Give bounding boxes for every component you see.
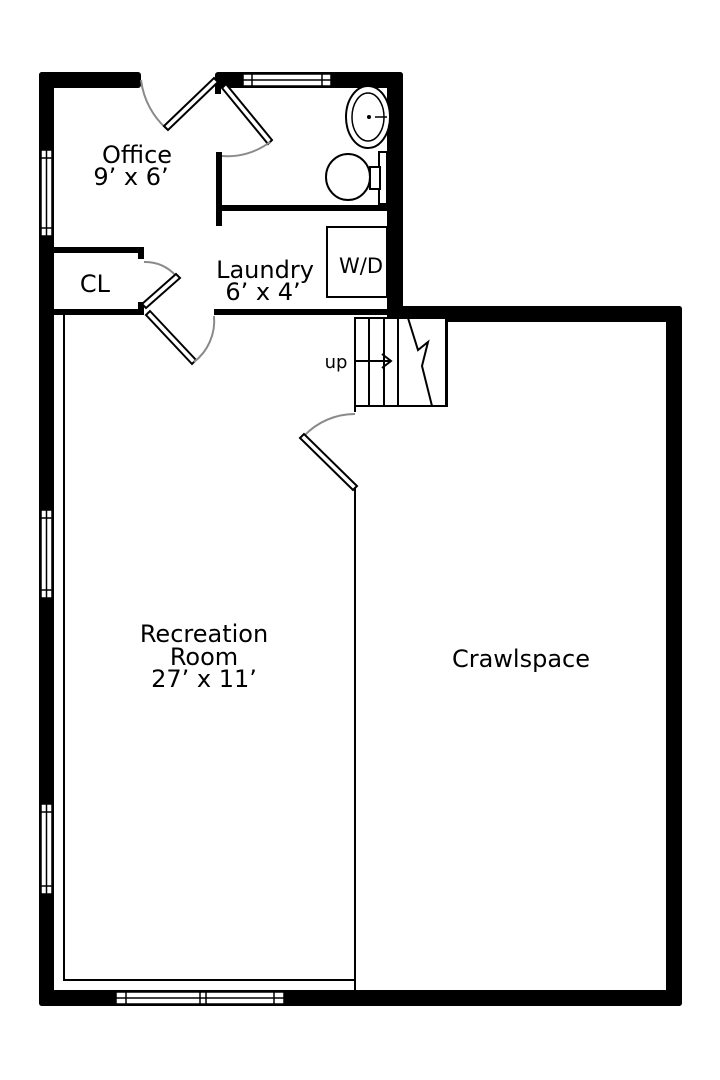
window-office-left [40,149,53,237]
window-rec-left-upper [40,509,53,599]
door-office [140,76,220,132]
wall-top-left [39,72,141,88]
door-rec [144,309,216,366]
interior-walls [52,80,389,315]
bathroom-fixtures [325,85,391,205]
exterior-walls [39,72,682,1006]
doors [140,76,359,492]
recreation-dims: 27’ x 11’ [151,665,257,693]
wall-office-bath [216,152,222,226]
wall-right [666,306,682,1006]
closet-name: CL [80,270,111,298]
washer-dryer: W/D [326,226,388,298]
room-labels: Office 9’ x 6’ CL Laundry 6’ x 4’ Recrea… [80,141,590,693]
wall-bath-jamb [215,80,221,94]
wall-closet-bottom [52,309,144,315]
window-rec-left-lower [40,803,53,895]
wall-bath-bottom [216,205,389,211]
wall-closet-right [138,247,144,259]
wall-office-closet [52,247,144,253]
laundry-name: Laundry [216,256,314,284]
stairs-up-label: up [325,352,348,373]
door-closet [140,260,182,310]
door-bath [220,82,274,158]
wall-rec-top [214,309,389,315]
sink-icon [345,85,391,149]
washer-dryer-label: W/D [339,254,383,278]
wall-bath-right [387,72,403,322]
windows [40,73,332,1005]
stairs: up [325,317,448,407]
crawlspace-name: Crawlspace [452,645,590,673]
window-bath-top [242,73,332,87]
recreation-name-line1: Recreation [140,620,268,648]
window-rec-bottom [115,991,285,1005]
office-name: Office [102,141,172,169]
laundry-dims: 6’ x 4’ [225,278,300,306]
office-dims: 9’ x 6’ [93,163,168,191]
wall-closet-right-low [138,302,144,315]
door-crawlspace [298,412,359,492]
recreation-name-line2: Room [170,643,238,671]
wall-crawl-top [387,306,682,322]
toilet-icon [325,151,388,205]
